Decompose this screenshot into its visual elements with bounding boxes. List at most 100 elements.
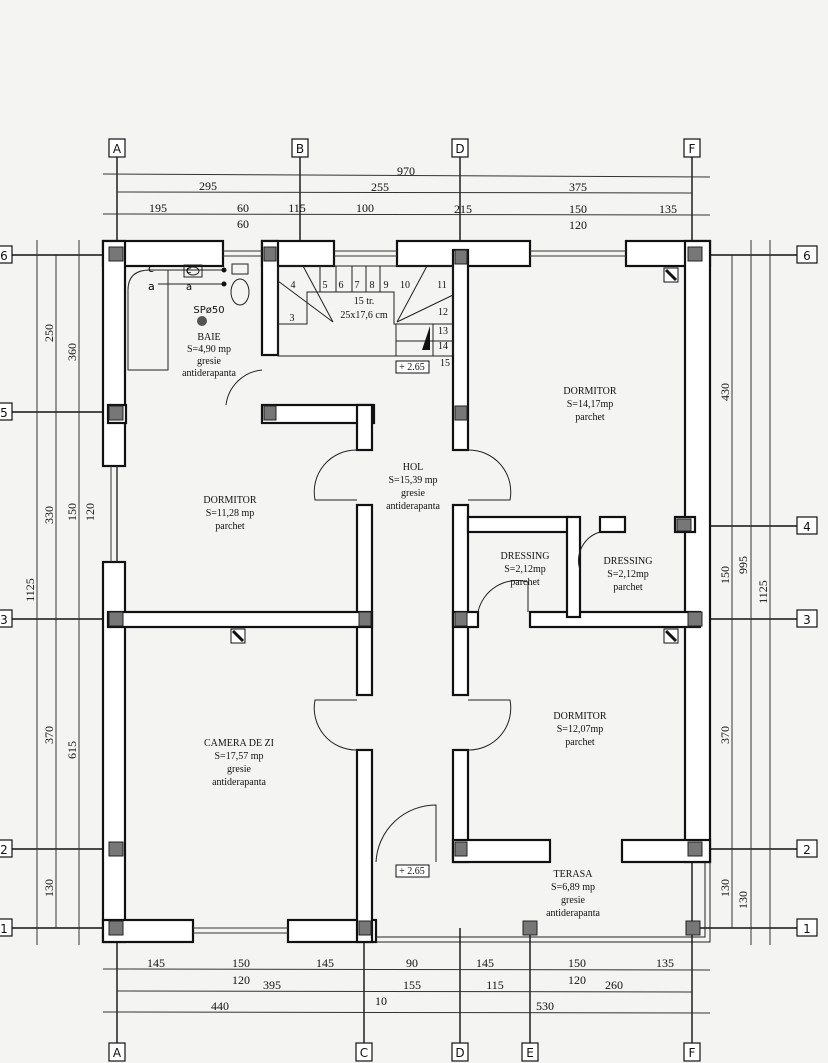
axis-1-left: 1: [0, 922, 8, 936]
room-baie: BAIE S=4,90 mp gresie antiderapanta: [182, 332, 236, 379]
room-floor: antiderapanta: [546, 908, 600, 919]
toilet-icon: [230, 263, 250, 306]
dimensions-top: 970 295 255 375 195 60 115 100 215 150 1…: [149, 164, 677, 232]
dim-text: 150: [718, 566, 732, 584]
cold-water-label: c: [148, 262, 154, 275]
dim-text: 255: [371, 180, 389, 194]
room-dressing-2: DRESSING S=2,12mp parchet: [604, 556, 653, 593]
dim-text: 115: [486, 978, 504, 992]
room-dormitor-1: DORMITOR S=14,17mp parchet: [563, 386, 616, 423]
staircase: [277, 265, 454, 357]
room-camera-de-zi: CAMERA DE ZI S=17,57 mp gresie antiderap…: [204, 738, 274, 788]
room-floor: gresie: [401, 488, 425, 499]
dim-text: 155: [403, 978, 421, 992]
room-floor: antiderapanta: [386, 501, 440, 512]
dim-text: 295: [199, 179, 217, 193]
dim-text: 440: [211, 999, 229, 1013]
dim-text: 375: [569, 180, 587, 194]
room-hol: HOL S=15,39 mp gresie antiderapanta: [386, 462, 440, 512]
axis-labels: A B D F A C D E F 6 5 3 2 1 6 4 3 2 1: [0, 138, 818, 1062]
dim-text: 60: [237, 201, 249, 215]
stair-step-numbers: 3 4 5 6 7 8 9 10 11 12 13 14 15 15 tr. 2…: [290, 280, 451, 369]
room-floor: gresie: [227, 764, 251, 775]
dim-text: 395: [263, 978, 281, 992]
step-number: 13: [438, 326, 448, 337]
dim-text: 150: [65, 503, 79, 521]
room-floor: antiderapanta: [182, 368, 236, 379]
room-name: DRESSING: [501, 551, 550, 562]
cold-water-label: c: [186, 265, 192, 276]
axis-D-bottom: D: [455, 1046, 464, 1060]
room-name: BAIE: [197, 332, 220, 343]
room-area: S=15,39 mp: [389, 475, 438, 486]
room-floor: parchet: [565, 737, 595, 748]
doors: [225, 369, 601, 863]
axis-4-right: 4: [803, 520, 811, 534]
axis-B-top: B: [296, 142, 304, 156]
step-number: 4: [291, 280, 296, 291]
dim-text: 360: [65, 343, 79, 361]
vent-icon: [230, 267, 679, 644]
axis-5-left: 5: [0, 406, 8, 420]
room-dressing-1: DRESSING S=2,12mp parchet: [501, 551, 550, 588]
step-number: 10: [400, 280, 410, 291]
floor-drain-icon: [197, 316, 207, 326]
axis-A-bottom: A: [113, 1046, 122, 1060]
axis-C-bottom: C: [360, 1046, 368, 1060]
room-floor: parchet: [215, 521, 245, 532]
axis-F-bottom: F: [689, 1046, 696, 1060]
dim-text: 150: [569, 202, 587, 216]
dim-text: 330: [42, 506, 56, 524]
dim-text: 145: [147, 956, 165, 970]
dim-text: 250: [42, 324, 56, 342]
room-floor: parchet: [575, 412, 605, 423]
room-area: S=2,12mp: [607, 569, 648, 580]
step-number: 9: [384, 280, 389, 291]
pipe-lines: [158, 267, 227, 287]
stair-count: 15 tr.: [354, 296, 375, 307]
room-area: S=4,90 mp: [187, 344, 231, 355]
dimension-lines: [36, 173, 771, 1014]
axis-2-left: 2: [0, 843, 8, 857]
axis-F-top: F: [689, 142, 696, 156]
step-number: 15: [440, 358, 450, 369]
dim-text: 130: [42, 879, 56, 897]
axis-6-left: 6: [0, 249, 8, 263]
windows: [110, 250, 626, 934]
dim-text: 615: [65, 741, 79, 759]
step-number: 8: [370, 280, 375, 291]
room-floor: gresie: [561, 895, 585, 906]
dim-text: 145: [476, 956, 494, 970]
dim-text: 995: [736, 556, 750, 574]
dimensions-left: 250 330 370 130 360 150 120 615 1125: [23, 324, 97, 897]
room-area: S=2,12mp: [504, 564, 545, 575]
axis-3-left: 3: [0, 613, 8, 627]
dimensions-bottom: 145 150 145 90 145 150 135 120 120 395 1…: [147, 956, 674, 1013]
hot-water-label: a: [186, 282, 192, 293]
dim-text: 130: [736, 891, 750, 909]
axis-6-right: 6: [803, 249, 811, 263]
room-name: DORMITOR: [563, 386, 616, 397]
dim-text: 1125: [23, 578, 37, 602]
dim-text: 90: [406, 956, 418, 970]
step-number: 12: [438, 307, 448, 318]
dimensions-right: 430 150 370 130 995 130 1125: [718, 383, 770, 909]
room-area: S=17,57 mp: [215, 751, 264, 762]
dim-text: 135: [656, 956, 674, 970]
dim-text: 120: [83, 503, 97, 521]
sink-icon: [183, 264, 203, 278]
dim-text: 120: [568, 973, 586, 987]
room-floor: gresie: [197, 356, 221, 367]
room-name: DORMITOR: [203, 495, 256, 506]
room-dormitor-3: DORMITOR S=12,07mp parchet: [553, 711, 606, 748]
room-dormitor-2: DORMITOR S=11,28 mp parchet: [203, 495, 256, 532]
dim-text: 370: [42, 726, 56, 744]
step-number: 6: [339, 280, 344, 291]
dim-text: 370: [718, 726, 732, 744]
axis-E-bottom: E: [526, 1046, 534, 1060]
level-text: + 2.65: [399, 362, 425, 373]
dim-text: 195: [149, 201, 167, 215]
step-number: 14: [438, 341, 448, 352]
level-text: + 2.65: [399, 866, 425, 877]
